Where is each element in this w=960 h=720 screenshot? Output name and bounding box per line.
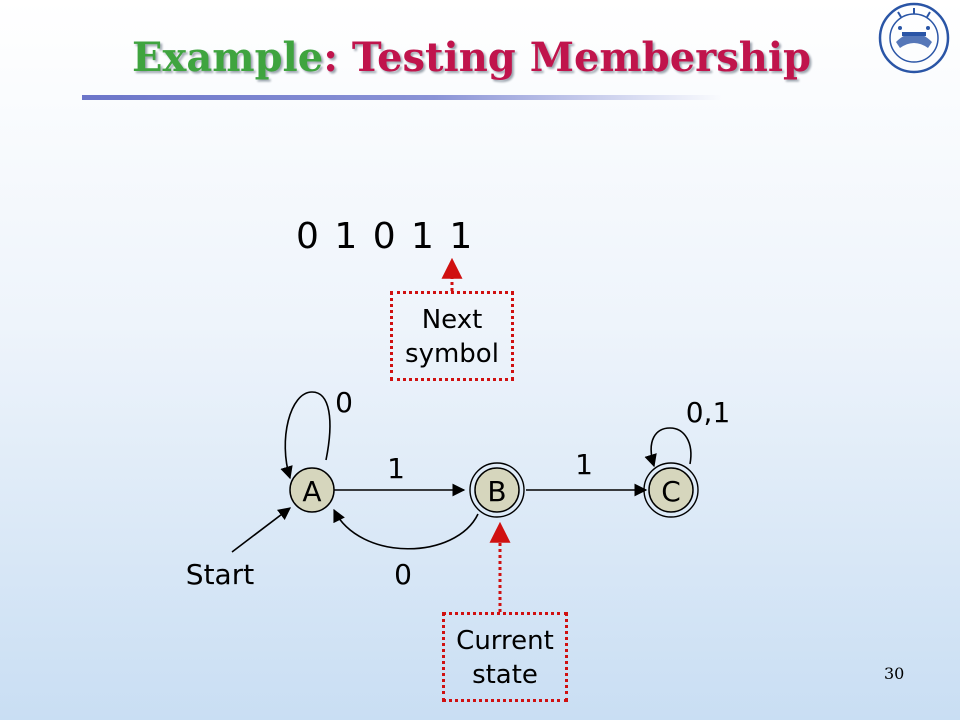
title-example-word: Example [132,34,324,81]
university-seal-logo [878,2,950,74]
state-A-label: A [302,475,321,508]
current-state-callout: Current state [442,612,568,702]
transition-A-A [280,391,331,480]
page-number: 30 [884,664,905,683]
state-A: A [289,467,335,513]
transition-B-A [333,508,479,550]
transition-C-C [644,427,692,468]
input-string: 0 1 0 1 1 [296,216,473,257]
label-B-C: 1 [575,448,593,481]
label-A-A: 0 [335,386,353,419]
start-arrow [231,507,292,553]
label-A-B: 1 [387,452,405,485]
state-C-label: C [661,475,681,508]
start-label: Start [186,558,254,591]
slide-title: Example: Testing Membership [132,34,811,81]
next-symbol-callout: Next symbol [390,291,514,381]
state-C: C [643,462,699,518]
label-C-C: 0,1 [686,396,731,429]
title-rest: : Testing Membership [323,34,811,81]
state-B: B [469,462,525,518]
label-B-A: 0 [394,558,412,591]
state-B-label: B [487,475,506,508]
title-underline [82,95,722,100]
